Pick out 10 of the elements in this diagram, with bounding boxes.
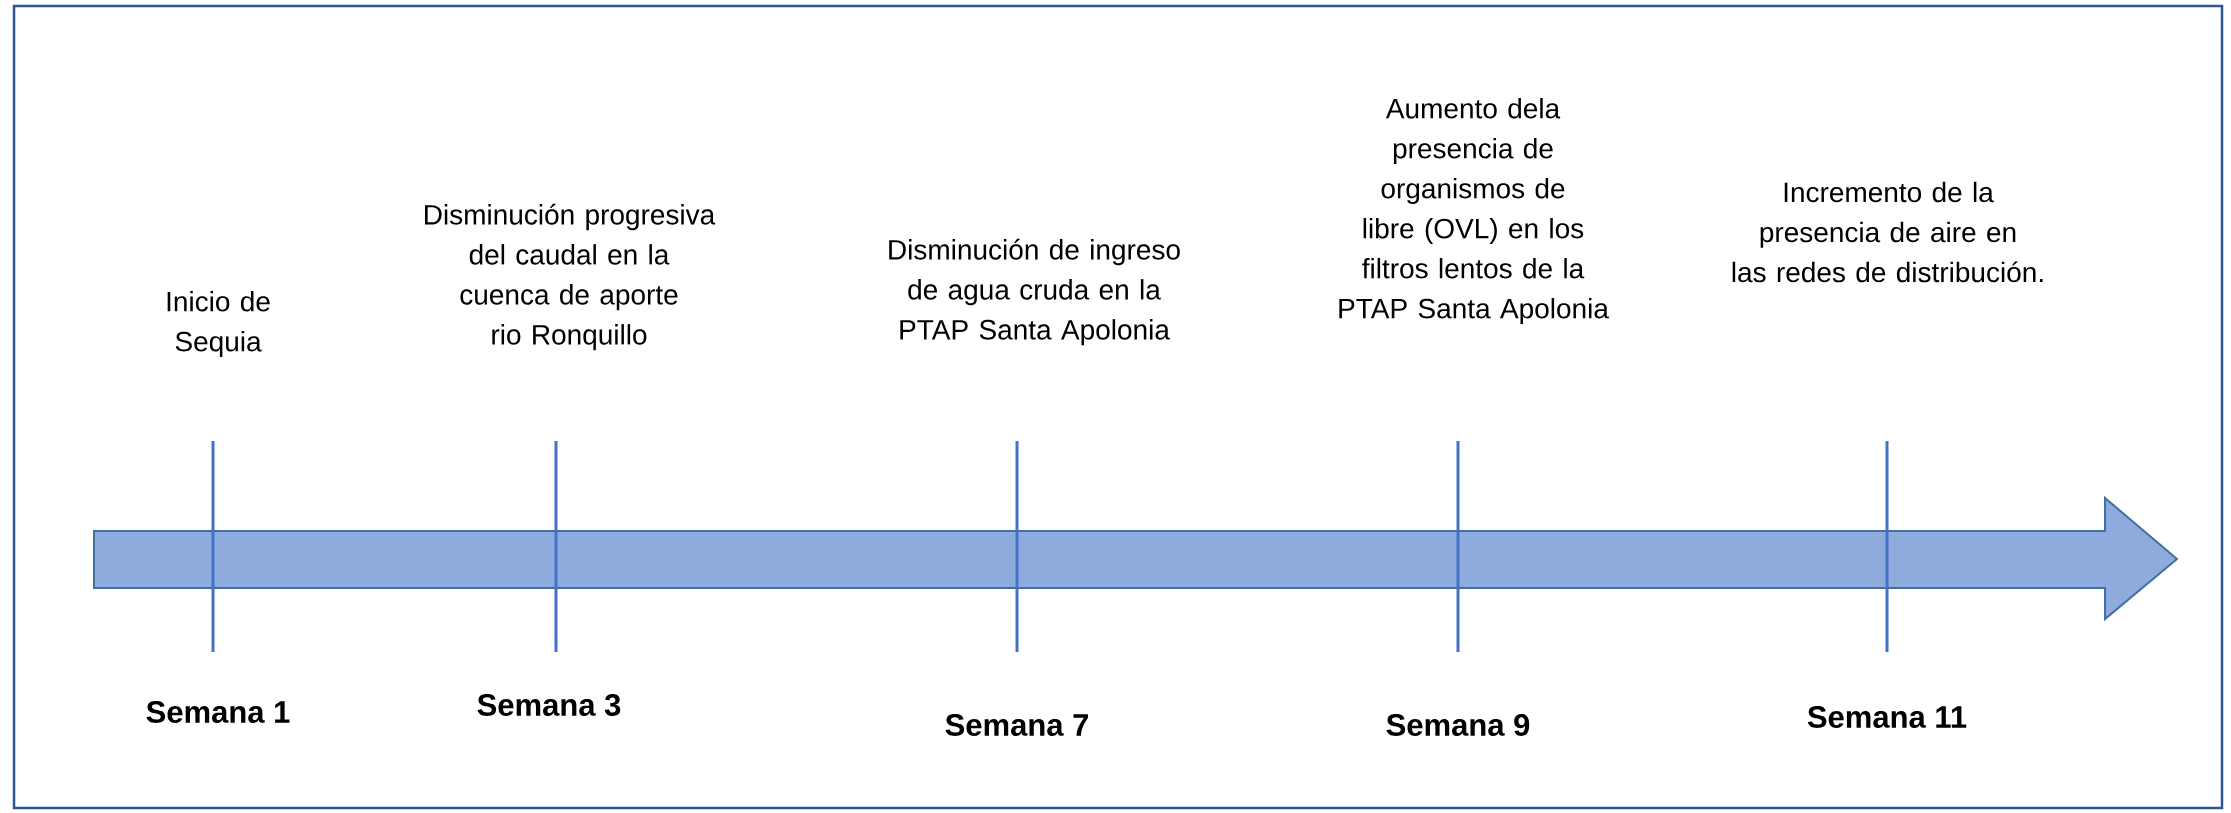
week-label: Semana 11 <box>1807 706 1967 728</box>
week-label: Semana 7 <box>945 714 1088 736</box>
week-label: Semana 3 <box>477 694 621 716</box>
event-text: Incremento de la presencia de aire en las redes de distribución. <box>1732 181 2043 283</box>
event-text: Aumento dela presencia de organismos de libre (OVL) en los filtros lentos de la PTAP Santa Apolonia <box>1339 97 1609 325</box>
week-label: Semana 9 <box>1386 714 1530 736</box>
event-text: Disminución progresiva del caudal en la cuenca de aporte rio Ronquillo <box>425 203 716 351</box>
event-text: Disminución de ingreso de agua cruda en la PTAP Santa Apolonia <box>889 238 1180 346</box>
week-label: Semana 1 <box>146 701 290 723</box>
event-text: Inicio de Sequia <box>167 290 270 358</box>
